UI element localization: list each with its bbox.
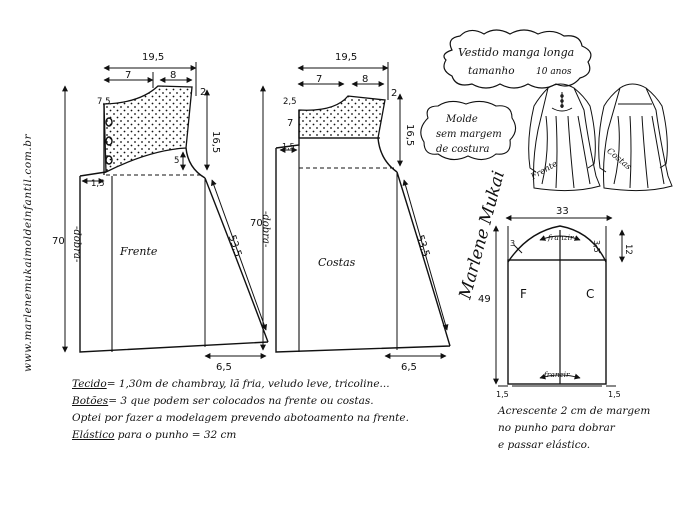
- back-armhole-label: 16,5: [404, 124, 415, 146]
- note-bubble: [420, 100, 517, 161]
- signature: Marlene Mukai: [455, 169, 509, 302]
- front-hem-flare-label: 6,5: [216, 362, 232, 373]
- back-neck-depth-label: 2,5: [283, 97, 297, 107]
- svg-text:Marlene Mukai: Marlene Mukai: [455, 169, 509, 302]
- cuff-note: Acrescente 2 cm de margem no punho para …: [498, 403, 688, 454]
- note-line-1: Molde: [445, 114, 478, 125]
- cuff-note-line-2: no punho para dobrar: [498, 422, 615, 434]
- front-button-1: [105, 117, 113, 127]
- cuff-note-line-3: e passar elástico.: [498, 439, 591, 451]
- cuff-note-line-1: Acrescente 2 cm de margem: [498, 405, 651, 417]
- back-hem-flare-label: 6,5: [401, 362, 417, 373]
- front-shoulder-width-label: 8: [170, 70, 176, 81]
- sleeve-cuff-left-label: 1,5: [496, 390, 509, 399]
- dress-sketch-front: [528, 83, 601, 192]
- back-yoke-height-label: 7: [287, 118, 293, 129]
- sleeve-gather-bottom: franzir: [543, 370, 570, 379]
- sleeve-cap-left-label: 3: [510, 239, 515, 248]
- sleeve-cuff-right-label: 1,5: [608, 390, 621, 399]
- front-side-length-label: 53,5: [226, 234, 243, 259]
- back-hem-offset-label: 1,5: [282, 142, 295, 151]
- front-yoke: [103, 85, 193, 174]
- front-width-label: 19,5: [142, 52, 164, 63]
- title-line-1: Vestido manga longa: [458, 46, 574, 59]
- sleeve-labels: 33 49 12 3 3,5 1,5 1,5 F C franzir franz…: [478, 206, 633, 399]
- back-side-length-label: 53,5: [414, 234, 431, 259]
- title-cloud: [443, 29, 592, 89]
- back-yoke: [298, 95, 386, 139]
- back-pattern-piece: [260, 62, 451, 359]
- front-yoke-height-label: 16,5: [210, 131, 221, 153]
- back-labels: 19,5 7 8 2 2,5 7 16,5 1,5 70 53,5 6,5 Co…: [250, 52, 431, 373]
- sleeve-back-label: C: [586, 287, 594, 301]
- sketch-front-label: Frente: [528, 159, 559, 183]
- note-buttons: Botões= 3 que podem ser colocados na fre…: [72, 395, 374, 407]
- front-piece-label: Frente: [119, 245, 158, 258]
- front-length-label: 70: [52, 236, 65, 247]
- front-button-3: [105, 155, 113, 165]
- sleeve-height-label: 49: [478, 294, 491, 305]
- back-width-label: 19,5: [335, 52, 357, 63]
- note-fabric: Tecido= 1,30m de chambray, lã fria, velu…: [72, 378, 390, 390]
- material-notes: Tecido= 1,30m de chambray, lã fria, velu…: [72, 376, 472, 444]
- sleeve-gather-top: franzir: [547, 233, 574, 242]
- front-neck-width-label: 7: [125, 70, 131, 81]
- front-hem-offset-label: 1,5: [91, 179, 105, 189]
- front-fold-label: -dobra-: [71, 226, 82, 263]
- front-shoulder-drop-label: 2: [200, 87, 206, 98]
- back-length-label: 70: [250, 218, 263, 229]
- front-pattern-piece: [62, 62, 269, 359]
- back-fold-label: -dobra-: [260, 211, 271, 248]
- sleeve-pattern-piece: [493, 215, 625, 387]
- sleeve-front-label: F: [520, 287, 527, 301]
- front-button-2: [105, 136, 113, 146]
- front-outline: [79, 147, 269, 353]
- website-url: www.marlenemukaimoldeinfantil.com.br: [22, 133, 34, 372]
- sleeve-width-label: 33: [556, 206, 569, 217]
- sleeve-cap: [507, 225, 607, 263]
- sleeve-cap-right-label: 3,5: [592, 240, 601, 253]
- note-line-2: sem margem: [436, 129, 502, 140]
- title-size: 10 anos: [536, 67, 572, 77]
- sleeve-cap-height-label: 12: [623, 244, 633, 255]
- note-elastic: Elástico para o punho = 32 cm: [72, 429, 237, 441]
- title-line-2: tamanho: [468, 65, 515, 77]
- front-armhole-label: 5: [174, 156, 179, 166]
- back-neck-width-label: 7: [316, 74, 322, 85]
- note-line-3: de costura: [436, 144, 489, 155]
- note-closure: Optei por fazer a modelagem prevendo abo…: [72, 412, 409, 424]
- back-piece-label: Costas: [318, 256, 356, 269]
- front-labels: 19,5 7 8 2 7,5 16,5 5 1,5 70 53,5 6,5 Fr…: [52, 52, 243, 373]
- front-neck-depth-label: 7,5: [97, 97, 111, 107]
- back-shoulder-width-label: 8: [362, 74, 368, 85]
- dress-sketch-back: [598, 83, 673, 192]
- back-shoulder-drop-label: 2: [391, 88, 397, 99]
